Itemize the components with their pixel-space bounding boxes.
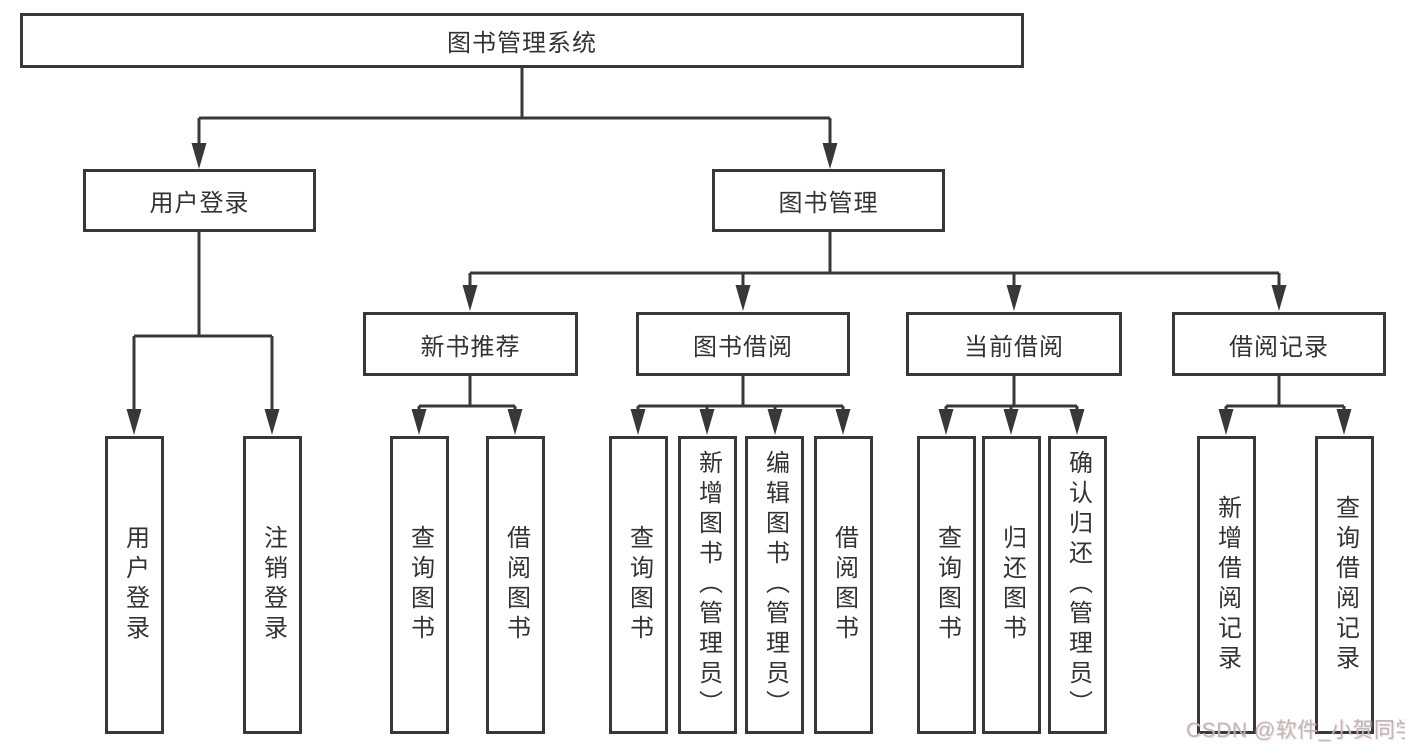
leaf-borrow-query-book: 查询图书 [609, 436, 668, 734]
node-book-borrowing: 图书借阅 [636, 312, 850, 376]
leaf-logout: 注销登录 [243, 436, 302, 734]
node-user-login-branch: 用户登录 [83, 169, 316, 232]
node-root-system: 图书管理系统 [20, 13, 1024, 68]
leaf-recommend-query-book: 查询图书 [390, 436, 449, 734]
leaf-add-borrow-record: 新增借阅记录 [1197, 436, 1256, 734]
leaf-recommend-borrow-book: 借阅图书 [486, 436, 545, 734]
arrowheads [126, 143, 1352, 435]
csdn-watermark: CSDN @软件_小贺同学 [1186, 719, 1405, 742]
leaf-add-book-admin: 新增图书（管理员） [678, 436, 737, 734]
leaf-return-book: 归还图书 [982, 436, 1041, 734]
node-current-borrowing: 当前借阅 [906, 312, 1122, 376]
leaf-edit-book-admin: 编辑图书（管理员） [745, 436, 804, 734]
node-book-management-branch: 图书管理 [712, 169, 945, 232]
leaf-current-query-book: 查询图书 [917, 436, 976, 734]
node-borrowing-records: 借阅记录 [1172, 312, 1386, 376]
leaf-borrow-book: 借阅图书 [814, 436, 873, 734]
leaf-query-borrow-record: 查询借阅记录 [1315, 436, 1374, 734]
node-new-book-recommendation: 新书推荐 [363, 312, 578, 376]
leaf-user-login: 用户登录 [105, 436, 164, 734]
leaf-confirm-return-admin: 确认归还（管理员） [1048, 436, 1107, 734]
